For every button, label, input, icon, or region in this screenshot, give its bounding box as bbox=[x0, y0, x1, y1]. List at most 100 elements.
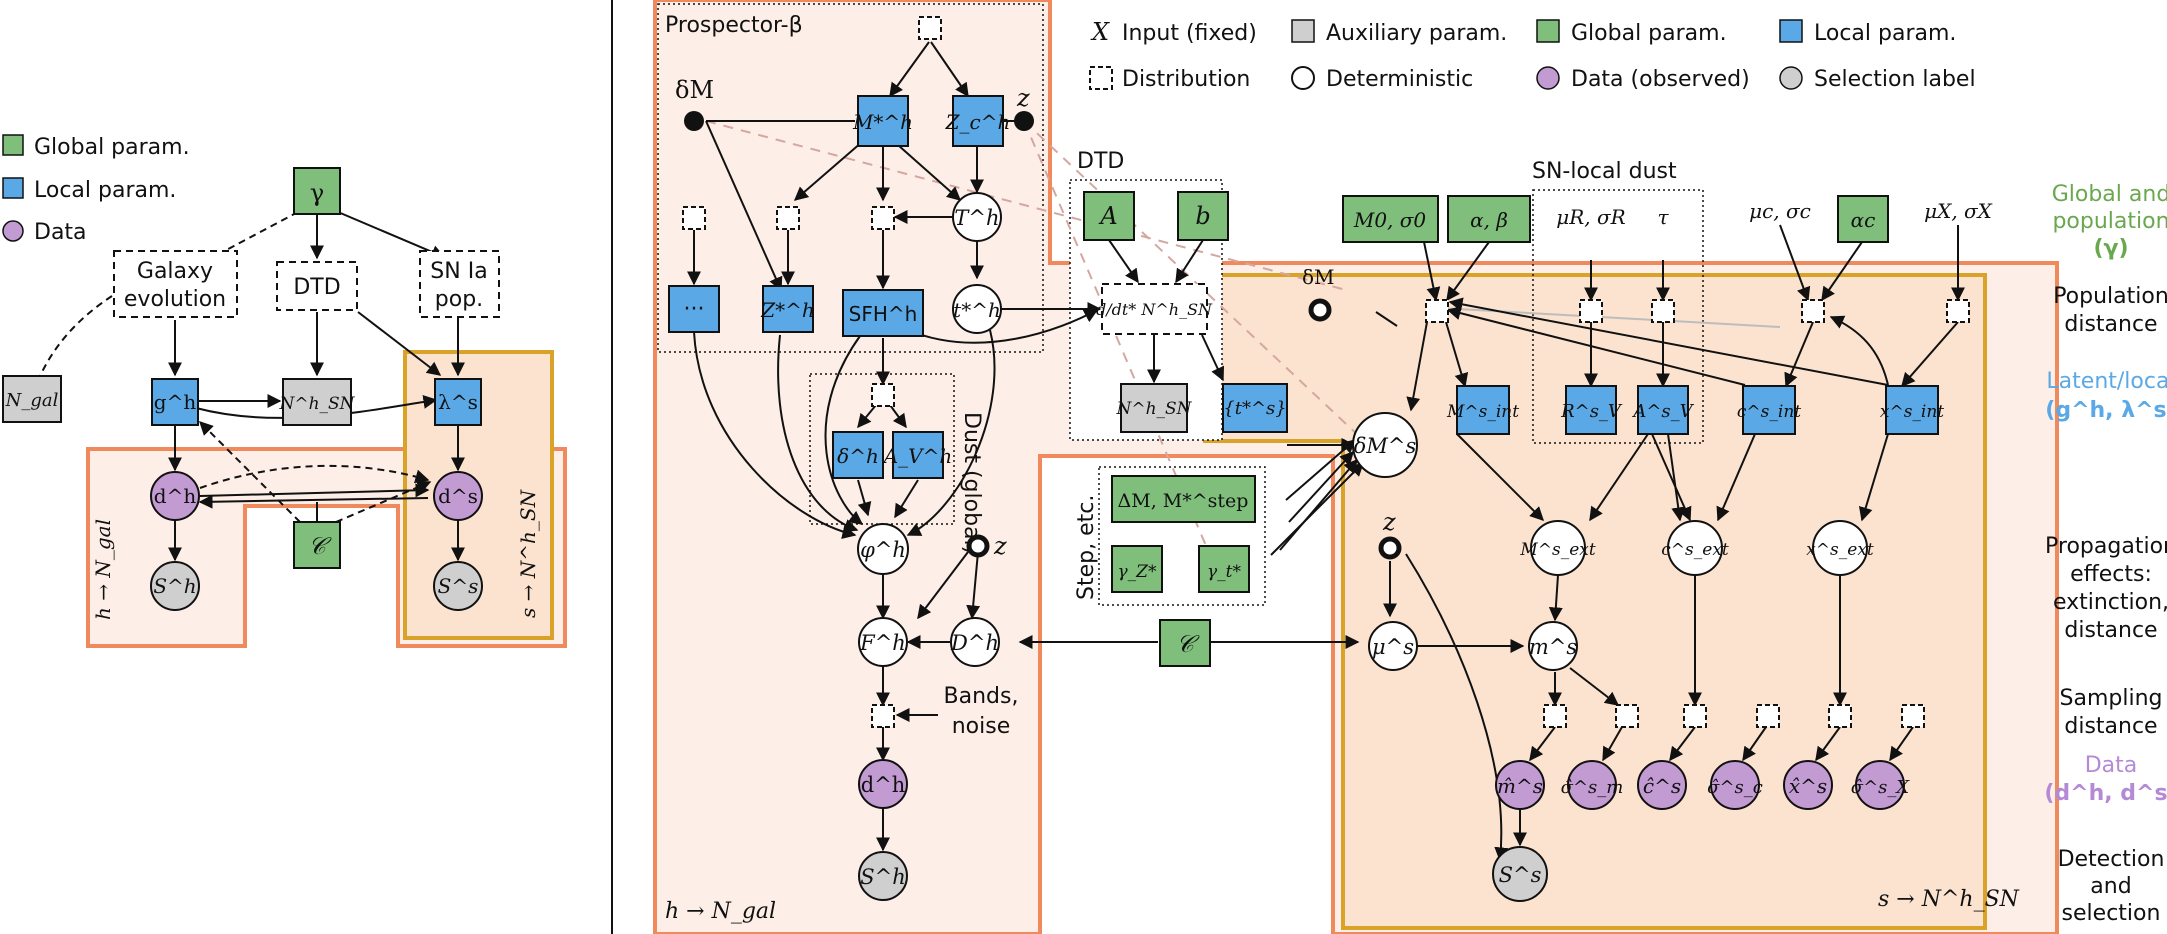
dist-m1 bbox=[1543, 704, 1567, 728]
alpha-beta-label: α, β bbox=[1470, 208, 1508, 232]
gamma-t-label: γ_t* bbox=[1207, 562, 1241, 582]
M0-node bbox=[1342, 195, 1439, 243]
N-sn-label: N^h_SN bbox=[1115, 399, 1192, 419]
left-panel: Global param. Local param. Data γ Galaxy… bbox=[2, 134, 567, 648]
right-global-sub: (γ) bbox=[2093, 236, 2128, 261]
legend-auxiliary-text: Auxiliary param. bbox=[1326, 21, 1507, 46]
N-sn-node bbox=[1120, 383, 1188, 433]
sig-c-label: σ̂^s_c bbox=[1707, 777, 1763, 798]
left-dh-node bbox=[150, 471, 200, 521]
S-h-label: S^h bbox=[860, 865, 906, 889]
dist-left-2 bbox=[776, 206, 800, 230]
legend-input-symbol: X bbox=[1090, 18, 1110, 46]
left-sn-pop-line1: SN Ia bbox=[430, 259, 487, 284]
delta-h-node bbox=[832, 431, 884, 479]
gamma-t-node bbox=[1198, 545, 1250, 593]
left-lambda-node bbox=[434, 378, 482, 426]
bands-noise-line2: noise bbox=[952, 714, 1011, 739]
legend-local-text: Local param. bbox=[1814, 21, 1956, 46]
D-h-node bbox=[950, 617, 1000, 667]
left-dh-label: d^h bbox=[154, 484, 197, 508]
main-panel: Prospector-β DTD SN-local dust Dust (glo… bbox=[653, 0, 2059, 934]
left-gamma-label: γ bbox=[310, 179, 324, 207]
left-legend-local: Local param. bbox=[34, 178, 176, 203]
left-dtd-label: DTD bbox=[293, 275, 340, 300]
left-calibration-node bbox=[293, 521, 341, 569]
d-h-label: d^h bbox=[861, 773, 906, 797]
sig-x-node bbox=[1855, 760, 1905, 810]
left-ds-label: d^s bbox=[438, 484, 478, 508]
M-star-node bbox=[857, 95, 909, 147]
b-node bbox=[1177, 191, 1229, 241]
prospector-dist-top bbox=[918, 16, 942, 40]
legend-auxiliary-swatch bbox=[1291, 19, 1315, 43]
step-label: ΔM, M*^step bbox=[1118, 490, 1249, 512]
left-sh-label: S^h bbox=[153, 574, 196, 598]
S-s-node bbox=[1492, 846, 1548, 902]
right-data-line1: Data bbox=[2085, 753, 2138, 778]
dist-sfh bbox=[871, 206, 895, 230]
legend-local-swatch bbox=[1779, 19, 1803, 43]
mu-c-label: μc, σc bbox=[1749, 199, 1811, 223]
dist-M bbox=[1425, 299, 1449, 323]
A-node bbox=[1083, 191, 1135, 241]
M-int-node bbox=[1456, 385, 1510, 435]
S-h-node bbox=[858, 851, 908, 901]
F-h-node bbox=[858, 617, 908, 667]
Z-c-label: Z_c^h bbox=[945, 110, 1011, 134]
right-population-line2: distance bbox=[2064, 312, 2157, 337]
legend-input-text: Input (fixed) bbox=[1122, 21, 1257, 46]
main-plate-s-label: s → N^h_SN bbox=[1878, 887, 2020, 912]
c-hat-label: ĉ^s bbox=[1643, 774, 1681, 798]
right-sampling-line1: Sampling bbox=[2060, 686, 2163, 711]
AV-h-node bbox=[892, 431, 944, 479]
legend-selection-swatch bbox=[1779, 66, 1803, 90]
left-plate-h-label: h → N_gal bbox=[91, 519, 115, 620]
sig-c-node bbox=[1710, 760, 1760, 810]
right-latent-line1: Latent/local bbox=[2046, 369, 2167, 394]
phi-h-label: φ^h bbox=[860, 538, 906, 562]
left-legend-global-swatch bbox=[2, 134, 24, 156]
left-legend-local-swatch bbox=[2, 177, 24, 199]
t-s-node bbox=[1222, 383, 1288, 433]
left-galaxy-evolution-line1: Galaxy bbox=[137, 259, 213, 284]
step-node bbox=[1111, 475, 1256, 523]
R-V-label: R^s_V bbox=[1560, 401, 1623, 422]
SFH-node bbox=[842, 289, 924, 337]
R-V-node bbox=[1565, 385, 1617, 435]
dots-label: ··· bbox=[684, 297, 705, 322]
F-h-label: F^h bbox=[859, 631, 906, 655]
left-ngal-label: N_gal bbox=[5, 390, 59, 411]
AV-s-node bbox=[1637, 385, 1689, 435]
S-s-label: S^s bbox=[1499, 863, 1542, 887]
left-galaxy-evolution-node bbox=[113, 250, 238, 318]
dist-c2 bbox=[1756, 704, 1780, 728]
left-plate-s-label: s → N^h_SN bbox=[516, 488, 540, 618]
z-mid-node bbox=[966, 534, 990, 558]
AV-s-label: A^s_V bbox=[1631, 401, 1694, 422]
deltaM-s-label: δM^s bbox=[1354, 434, 1417, 458]
dist-c bbox=[1801, 299, 1825, 323]
C-node bbox=[1159, 619, 1211, 667]
dtd-title: DTD bbox=[1077, 149, 1124, 174]
left-nsn-node bbox=[282, 378, 352, 426]
sn-dust-title: SN-local dust bbox=[1532, 159, 1677, 184]
right-propagation-line2: effects: bbox=[2070, 562, 2152, 587]
legend-deterministic-text: Deterministic bbox=[1326, 67, 1473, 92]
tau-label: τ bbox=[1657, 205, 1669, 229]
M-int-label: M^s_int bbox=[1446, 402, 1519, 422]
right-propagation-line4: distance bbox=[2064, 618, 2157, 643]
right-detection-line3: selection bbox=[2062, 901, 2161, 926]
T-h-label: T^h bbox=[954, 206, 999, 230]
M-ext-node bbox=[1530, 520, 1586, 576]
dist-x2 bbox=[1901, 704, 1925, 728]
AV-h-label: A_V^h bbox=[882, 444, 953, 468]
left-legend-data-swatch bbox=[2, 220, 24, 242]
right-population-line1: Population bbox=[2053, 284, 2167, 309]
M-star-label: M*^h bbox=[852, 110, 913, 134]
x-hat-label: x̂^s bbox=[1789, 774, 1827, 798]
right-propagation-line3: extinction, bbox=[2053, 590, 2167, 615]
D-h-label: D^h bbox=[950, 631, 999, 655]
gamma-Z-label: γ_Z* bbox=[1118, 562, 1157, 582]
x-int-label: x^s_int bbox=[1880, 402, 1944, 422]
